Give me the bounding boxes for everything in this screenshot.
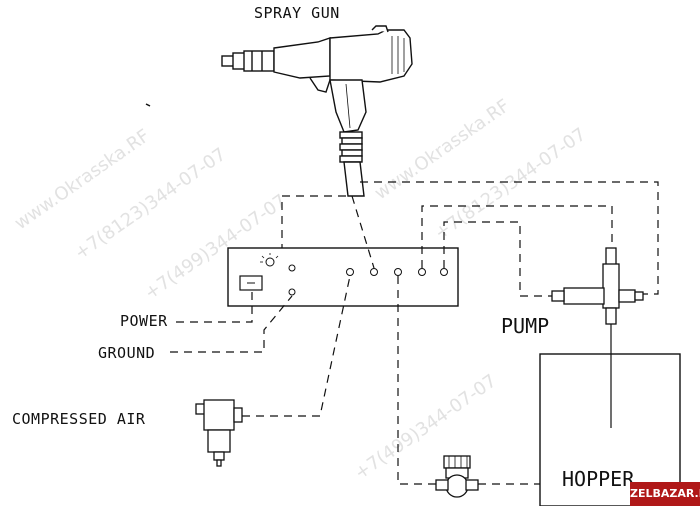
hopper-label: HOPPER	[562, 467, 635, 491]
gun-cable-port[interactable]	[370, 268, 378, 276]
air-filter-icon	[195, 399, 243, 467]
pump-air-line-1	[421, 205, 613, 268]
site-watermark: ZELBAZAR.RU	[630, 482, 700, 506]
spray-gun-label: SPRAY GUN	[254, 4, 340, 22]
faint-watermark-6: +7(499)344-07-07	[351, 370, 501, 484]
pump-air-port-1[interactable]	[418, 268, 426, 276]
pump-icon	[551, 247, 644, 428]
ground-terminal[interactable]	[288, 288, 296, 296]
connection-lines	[170, 181, 659, 485]
pump-air-port-2[interactable]	[440, 268, 448, 276]
control-unit	[227, 247, 459, 307]
air-port[interactable]	[346, 268, 354, 276]
fluidizing-air-port[interactable]	[394, 268, 402, 276]
regulator-icon	[435, 455, 479, 498]
indicator-lamp	[288, 264, 296, 272]
control-unit-body	[227, 247, 459, 307]
powder-hose-line	[360, 181, 659, 295]
ground-label: GROUND	[98, 344, 155, 362]
spray-gun-icon	[221, 25, 413, 197]
gun-cable-to-port	[351, 195, 375, 269]
pump-air-line-2	[443, 221, 556, 297]
pump-label: PUMP	[501, 314, 549, 338]
indicator-dial-icon	[265, 257, 275, 267]
ground-line	[170, 295, 293, 353]
compressed-air-label: COMPRESSED AIR	[12, 410, 146, 428]
power-line	[176, 290, 253, 323]
gun-cable-line	[281, 195, 346, 248]
stray-mark	[145, 103, 151, 107]
compressed-air-line	[242, 275, 351, 417]
indicator-rays	[260, 253, 279, 263]
power-label: POWER	[120, 312, 168, 330]
